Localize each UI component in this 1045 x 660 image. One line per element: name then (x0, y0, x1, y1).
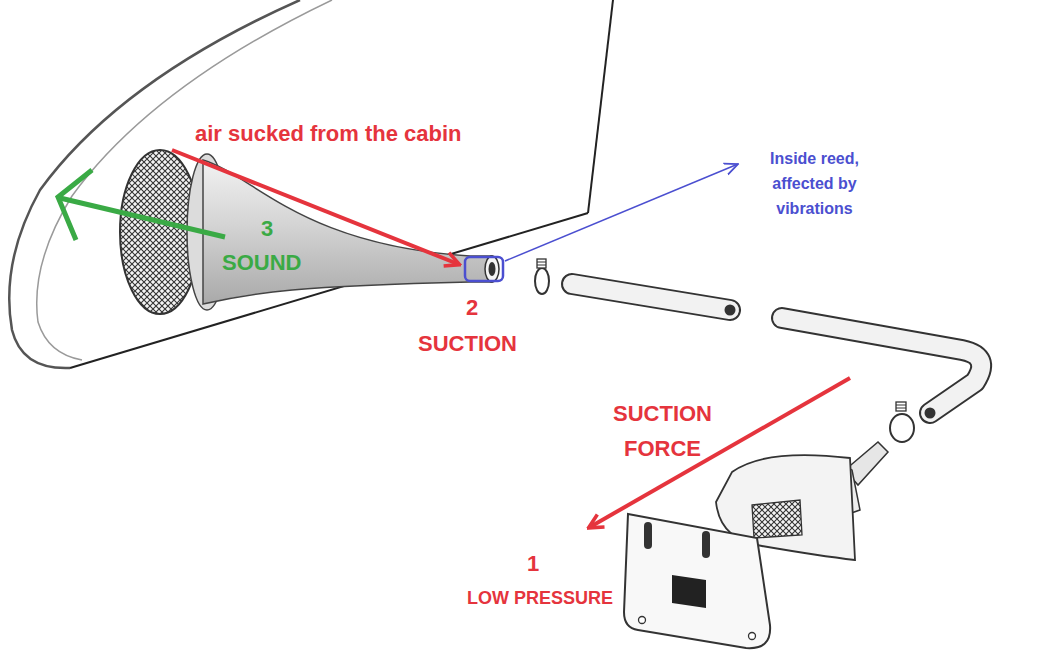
hose-clamp (535, 259, 549, 294)
callout-number: 2 (466, 295, 478, 320)
label-anchor: LOW PRESSURE (467, 588, 613, 609)
sound-arrow (60, 198, 225, 237)
inlet-plate (624, 514, 770, 648)
horn-tube-end (485, 256, 499, 282)
label-anchor: air sucked from the cabin (195, 121, 462, 146)
callout-note: Inside reed, affected by vibrations (742, 146, 887, 221)
stall-horn (120, 150, 503, 314)
annotation-text: SUCTION FORCE (600, 396, 725, 466)
label-anchor: SOUND (222, 250, 301, 275)
label-anchor: SUCTION FORCE (600, 396, 725, 466)
callout-label: SUCTION (418, 331, 517, 356)
annotation-text: air sucked from the cabin (195, 121, 462, 146)
label-anchor: SUCTION (418, 331, 517, 356)
callout-label: SOUND (222, 250, 301, 275)
label-anchor: 1 (527, 551, 539, 576)
wing-root-edge (588, 0, 613, 213)
leading-edge-inner (37, 0, 332, 360)
callout-label: LOW PRESSURE (467, 588, 613, 609)
callout-number: 3 (261, 216, 273, 241)
leader-line (505, 164, 738, 261)
tube-segment (782, 318, 981, 419)
hose-clamp (890, 402, 914, 442)
inlet-mesh (752, 500, 802, 538)
suction-arrow (590, 378, 850, 527)
horn-tube-hole (489, 262, 496, 276)
wing-surface (9, 0, 613, 368)
reed-highlight (465, 257, 503, 281)
label-anchor: Inside reed, affected by vibrations (742, 146, 887, 221)
callout-number: 1 (527, 551, 539, 576)
label-anchor: 3 (261, 216, 273, 241)
tube-segment (572, 284, 736, 316)
airflow-arrow (172, 150, 458, 264)
label-anchor: 2 (466, 295, 478, 320)
wing (9, 0, 613, 368)
sound-arrowhead (58, 170, 92, 240)
